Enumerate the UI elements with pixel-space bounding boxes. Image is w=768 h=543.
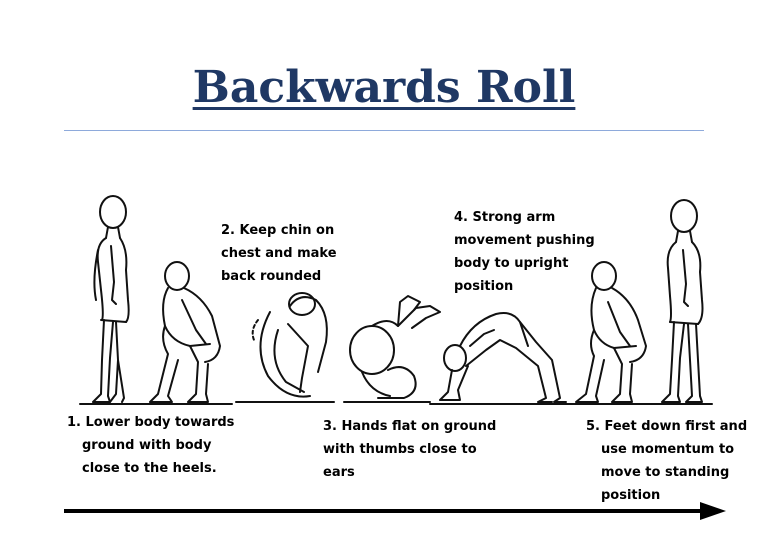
step-1-caption: 1. Lower body towards ground with body c… — [67, 411, 234, 480]
arms-pushing-figure — [429, 312, 575, 405]
step-3-line-3: ears — [323, 465, 355, 480]
step-1-line-2: ground with body — [82, 438, 212, 453]
squatting-figure-left — [139, 261, 233, 405]
squatting-figure-right — [565, 261, 661, 405]
step-3-line-2: with thumbs close to — [323, 442, 477, 457]
progress-arrow — [64, 502, 726, 520]
step-5-caption: 5. Feet down first and use momentum to m… — [586, 415, 747, 507]
step-4-caption: 4. Strong arm movement pushing body to u… — [454, 206, 595, 298]
step-5-line-2: use momentum to — [601, 442, 735, 457]
step-4-line-2: movement pushing — [454, 233, 595, 248]
step-4-line-4: position — [454, 279, 514, 294]
step-5-line-4: position — [601, 488, 661, 503]
rolling-back-figure — [235, 292, 335, 403]
diagram-title: Backwards Roll — [192, 62, 576, 113]
step-3-caption: 3. Hands flat on ground with thumbs clos… — [323, 415, 496, 484]
step-5-line-3: move to standing — [601, 465, 730, 480]
title-divider — [64, 130, 704, 131]
step-4-line-1: 4. Strong arm — [454, 210, 556, 225]
step-1-line-1: 1. Lower body towards — [67, 415, 235, 430]
step-2-line-3: back rounded — [221, 269, 322, 284]
step-2-line-1: 2. Keep chin on — [221, 223, 335, 238]
inverted-figure — [343, 295, 441, 403]
standing-figure-end — [651, 199, 713, 405]
step-5-line-1: 5. Feet down first and — [586, 419, 748, 434]
step-3-line-1: 3. Hands flat on ground — [323, 419, 497, 434]
step-4-line-3: body to upright — [454, 256, 569, 271]
step-1-line-3: close to the heels. — [82, 461, 217, 476]
standing-figure-start — [79, 195, 141, 405]
step-2-line-2: chest and make — [221, 246, 337, 261]
step-2-caption: 2. Keep chin on chest and make back roun… — [221, 219, 337, 288]
